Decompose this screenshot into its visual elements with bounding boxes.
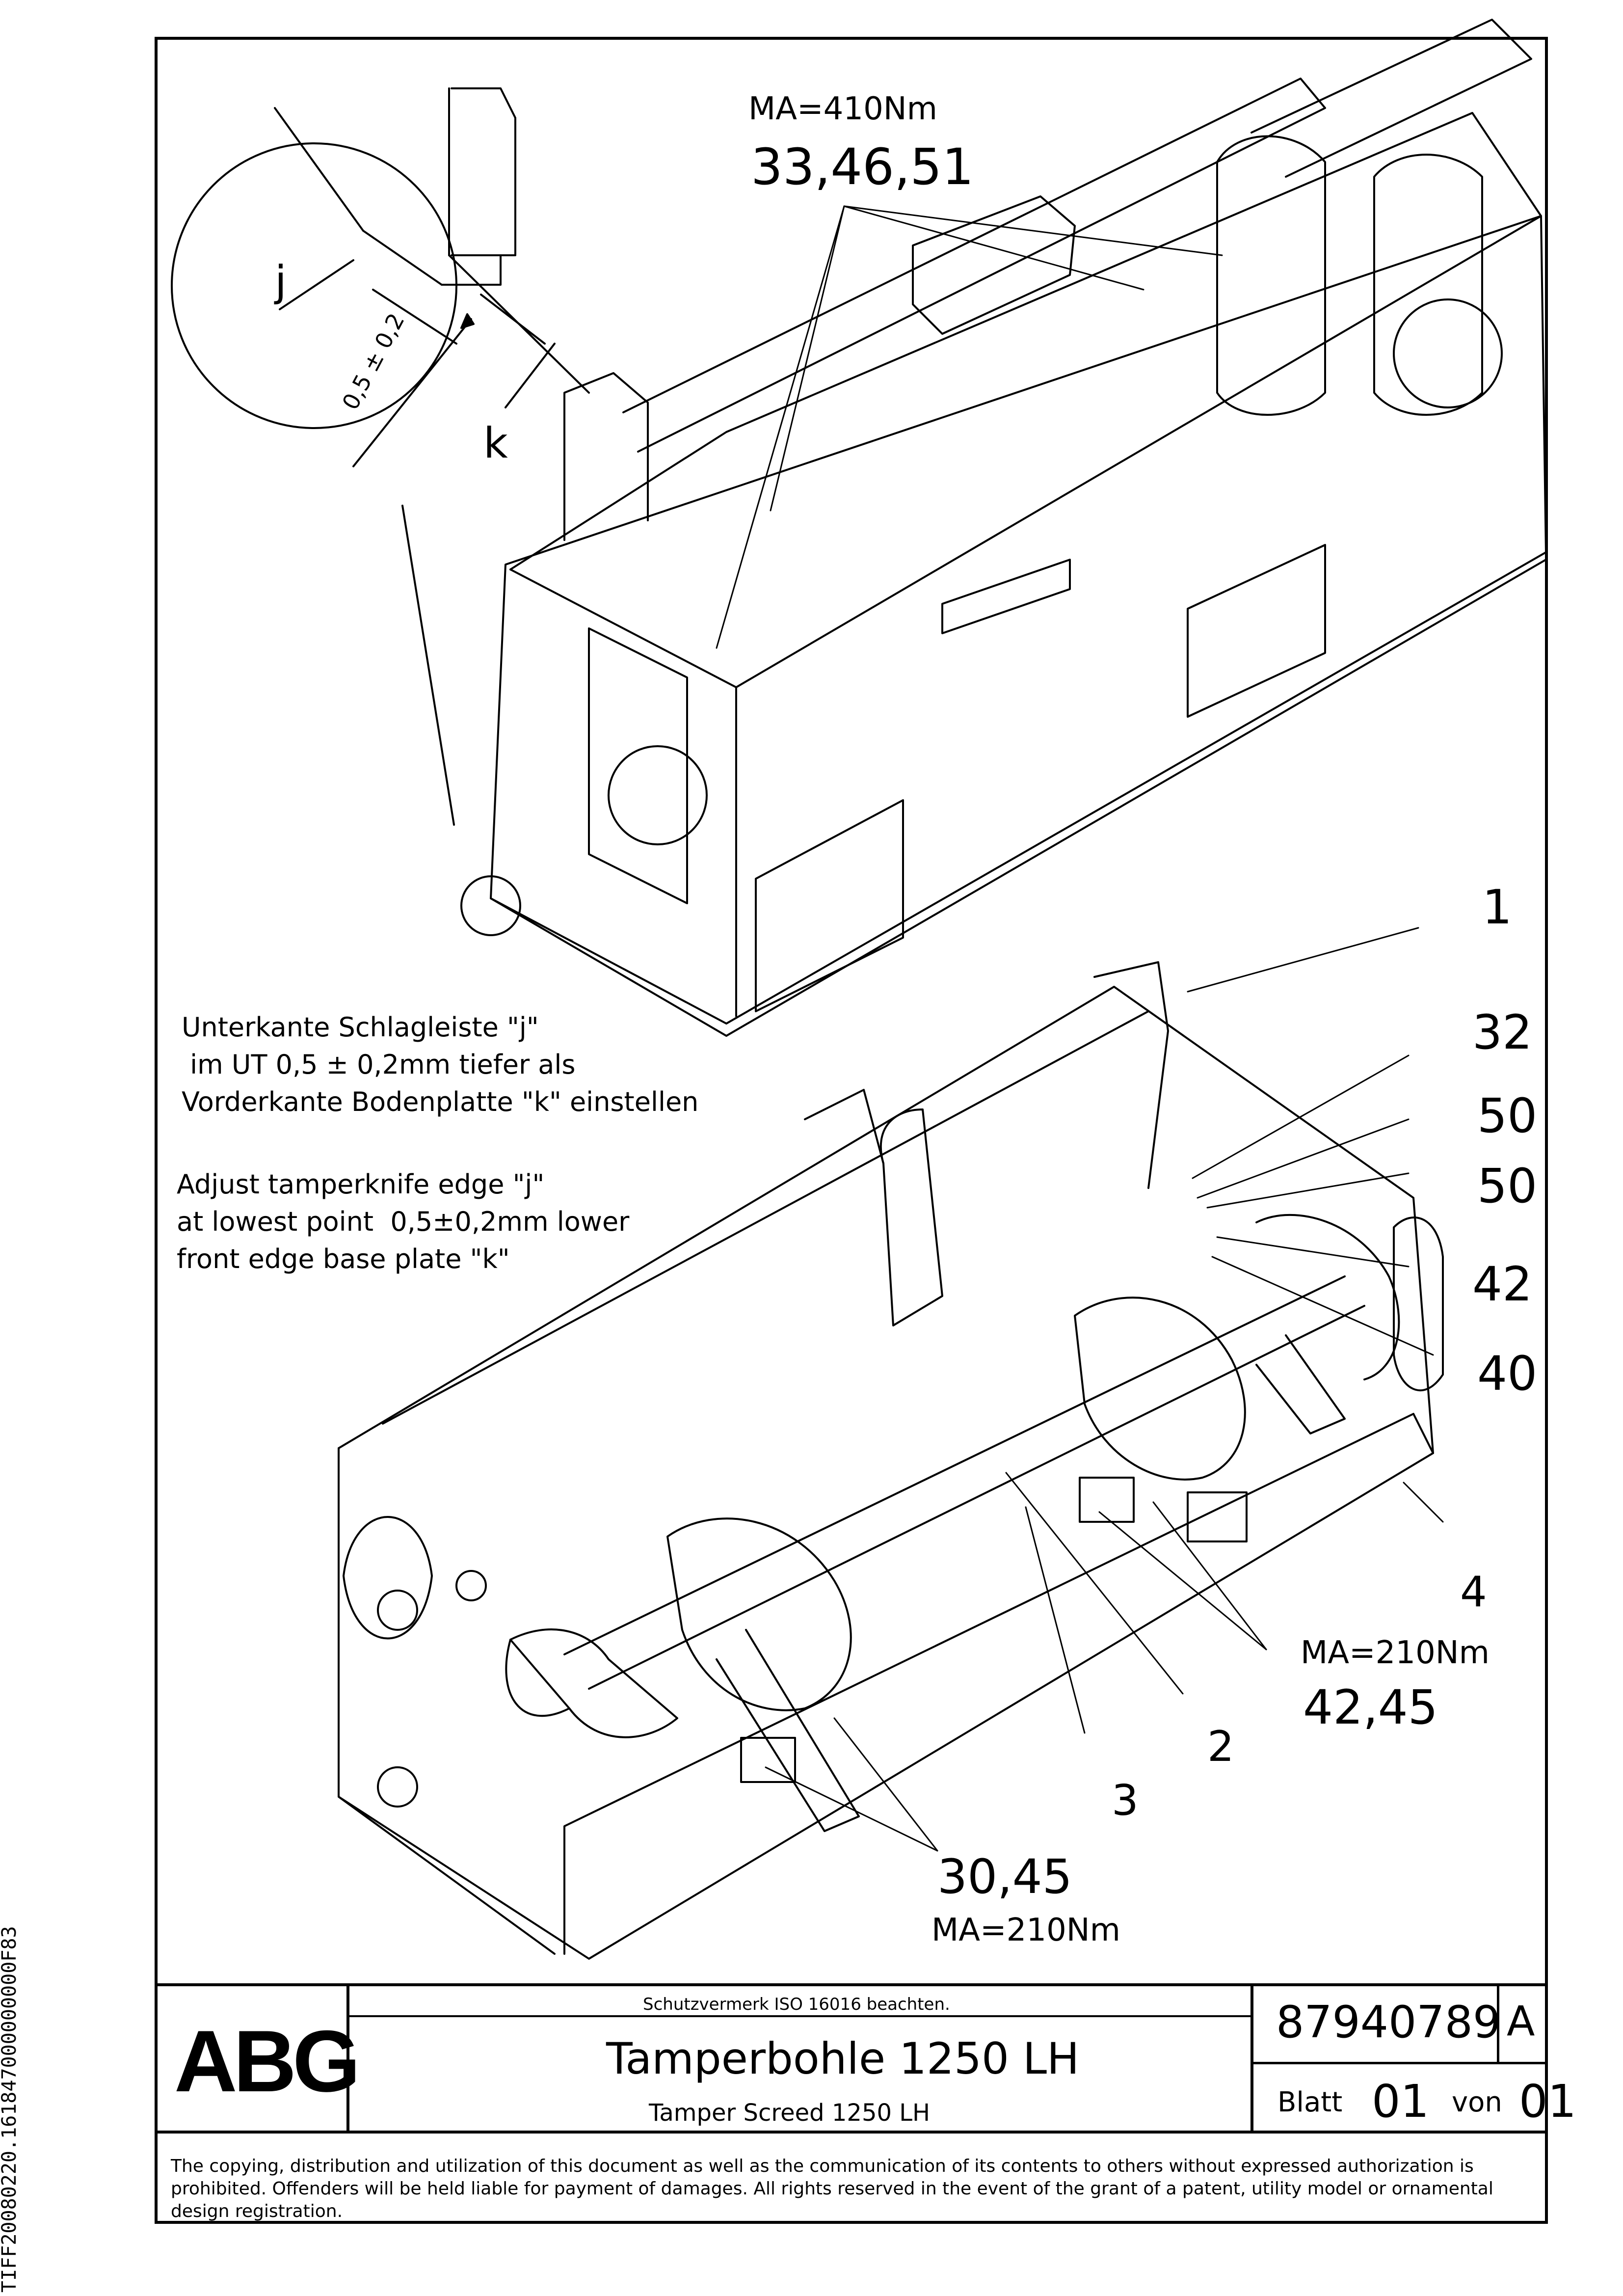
- callout-3: 3: [1112, 1776, 1139, 1825]
- of-label: von: [1452, 2086, 1502, 2118]
- drawing-frame: [155, 37, 1548, 2224]
- upper-assembly: [490, 19, 1547, 1037]
- torque-mid-parts: 42,45: [1303, 1680, 1438, 1735]
- sheet-total: 01: [1519, 2075, 1577, 2128]
- side-code: TIFF20080220.161847000000000F83: [0, 1787, 21, 2293]
- sheet-number: 01: [1372, 2075, 1430, 2128]
- label-j: j: [275, 257, 287, 306]
- title-block-number-divider: [1251, 1985, 1253, 2132]
- torque-top-parts: 33,46,51: [751, 138, 974, 196]
- protection-note: Schutzvermerk ISO 16016 beachten.: [643, 1995, 950, 2014]
- torque-bottom-parts: 30,45: [937, 1849, 1072, 1904]
- lower-assembly: [338, 961, 1444, 1960]
- copyright-notice: The copying, distribution and utilizatio…: [171, 2156, 1493, 2221]
- revision: A: [1507, 1997, 1535, 2045]
- callout-4: 4: [1460, 1567, 1487, 1617]
- instruction-note-german: Unterkante Schlagleiste "j" im UT 0,5 ± …: [182, 1012, 699, 1117]
- torque-mid-value: MA=210Nm: [1301, 1635, 1490, 1671]
- torque-top-value: MA=410Nm: [748, 91, 937, 127]
- title-block-note-rule: [348, 2015, 1251, 2017]
- title-block-revision-divider: [1497, 1985, 1499, 2063]
- callout-1: 1: [1482, 880, 1513, 935]
- side-code-text: TIFF20080220.161847000000000F83: [0, 1926, 21, 2293]
- callout-40: 40: [1477, 1346, 1538, 1401]
- callout-32: 32: [1472, 1005, 1533, 1060]
- callout-42: 42: [1472, 1257, 1533, 1312]
- title-block-bottom-rule: [155, 2131, 1548, 2134]
- callout-50b: 50: [1477, 1159, 1538, 1214]
- title-block-logo-divider: [346, 1985, 349, 2132]
- callout-2: 2: [1207, 1722, 1234, 1771]
- drawing-title-de: Tamperbohle 1250 LH: [606, 2033, 1080, 2084]
- sheet-label: Blatt: [1277, 2086, 1343, 2118]
- callout-50a: 50: [1477, 1088, 1538, 1143]
- abg-logo: ABG: [174, 2012, 361, 2110]
- label-k: k: [483, 419, 508, 468]
- torque-bottom-value: MA=210Nm: [931, 1912, 1120, 1948]
- drawing-title-en: Tamper Screed 1250 LH: [649, 2099, 931, 2127]
- title-block-sheet-rule: [1251, 2062, 1546, 2064]
- instruction-note-english: Adjust tamperknife edge "j" at lowest po…: [177, 1169, 630, 1274]
- drawing-number: 87940789: [1276, 1997, 1501, 2048]
- leader-lines: [716, 205, 1444, 1852]
- title-block-top-rule: [155, 1983, 1548, 1986]
